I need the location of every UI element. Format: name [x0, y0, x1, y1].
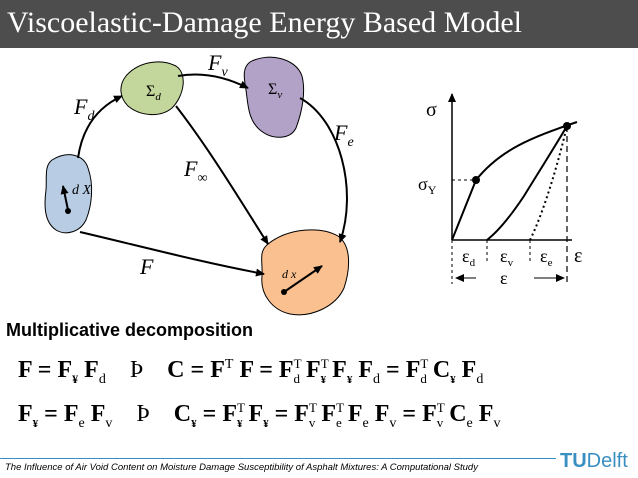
- label-Fe: Fe: [333, 120, 354, 150]
- label-dx: d x: [282, 267, 297, 281]
- stress-strain-graph: σ σY ε εd εv εe ε: [418, 93, 582, 288]
- vector-dx-dot: [281, 289, 287, 295]
- page-title: Viscoelastic-Damage Energy Based Model: [7, 6, 522, 39]
- eps-d-label: εd: [462, 246, 476, 269]
- arrow-Finf: [175, 105, 269, 245]
- arrow-Fd: [77, 95, 123, 159]
- label-F: F: [139, 254, 154, 279]
- vector-dX: [60, 185, 69, 211]
- title-bar: Viscoelastic-Damage Energy Based Model: [0, 0, 638, 48]
- label-sigma-d: Σd: [146, 83, 161, 103]
- yield-point: [472, 176, 480, 184]
- vector-dx: [283, 265, 323, 293]
- arrow-F: [79, 231, 265, 277]
- section-heading: Multiplicative decomposition: [6, 320, 254, 340]
- logo-tu: TU: [560, 450, 587, 472]
- footer-divider: [0, 458, 556, 459]
- equation-1: F = F¥ Fd Þ C = FT F = FTd FT¥ F¥ Fd = F…: [18, 356, 484, 387]
- label-Fv: Fv: [207, 50, 228, 80]
- arrow-Fv: [177, 73, 249, 89]
- unloading-curve: [486, 125, 568, 241]
- label-dX: d X: [72, 183, 92, 198]
- arrow-Fe: [299, 97, 348, 243]
- tudelft-logo: TUDelft: [560, 450, 628, 473]
- vector-dX-dot: [65, 208, 71, 214]
- label-sigma-v: Σv: [268, 81, 282, 101]
- eps-e-label: εe: [540, 246, 553, 269]
- eps-total-label: ε: [500, 268, 508, 288]
- footer-citation: The Influence of Air Void Content on Moi…: [5, 462, 478, 473]
- current-config-blob: [261, 229, 349, 316]
- equation-2: F¥ = Fe Fv Þ C¥ = FT¥ F¥ = FTv FTe Fe Fv…: [18, 400, 501, 431]
- logo-delft: Delft: [586, 450, 628, 472]
- label-Finf: F∞: [183, 156, 207, 186]
- sigma-axis-label: σ: [426, 99, 437, 121]
- elastic-curve: [529, 125, 568, 241]
- peak-point: [563, 122, 571, 130]
- label-Fd: Fd: [73, 94, 95, 124]
- eps-axis-label: ε: [574, 245, 582, 267]
- eps-v-label: εv: [500, 246, 514, 269]
- sigma-y-label: σY: [418, 174, 437, 197]
